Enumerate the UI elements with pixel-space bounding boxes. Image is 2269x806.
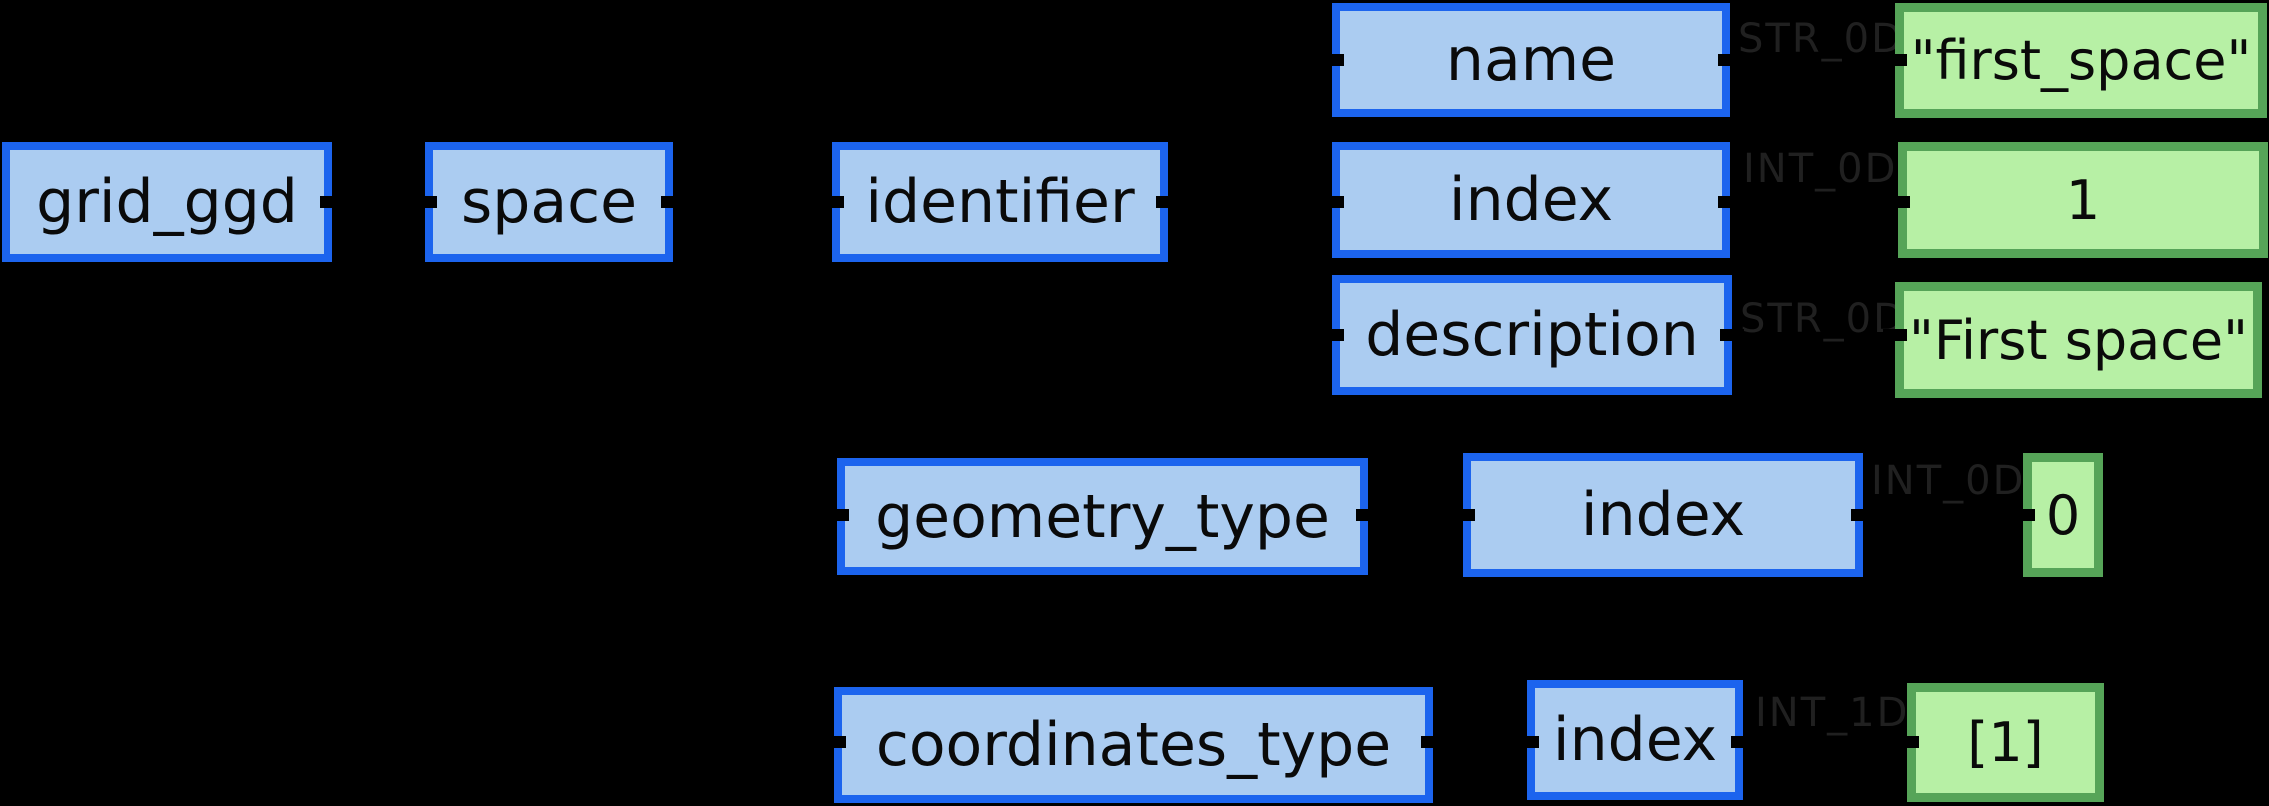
edge-arrowhead [820, 196, 844, 208]
node-coordinates-type-label: coordinates_type [875, 710, 1392, 780]
edge-arrowhead [1320, 329, 1344, 341]
node-index-geometry-label: index [1580, 480, 1746, 550]
edge-arrowhead [1886, 196, 1910, 208]
value-geometry-0-label: 0 [2045, 483, 2081, 547]
edge-arrowhead [1515, 736, 1539, 748]
edge-arrowhead [822, 736, 846, 748]
node-identifier: identifier [832, 142, 1168, 262]
value-geometry-0: 0 [2023, 453, 2103, 577]
edge-tail [1156, 196, 1180, 208]
node-index-identifier-label: index [1448, 165, 1614, 235]
node-grid-ggd-label: grid_ggd [36, 167, 298, 237]
edge-label-int0d-index: INT_0D [1743, 146, 1898, 192]
edge-arrowhead [1883, 54, 1907, 66]
edge-label-int1d-coordinates: INT_1D [1755, 690, 1910, 736]
edge-tail [1718, 54, 1742, 66]
node-grid-ggd: grid_ggd [2, 142, 332, 262]
value-coordinates-1d-label: [1] [1967, 711, 2044, 774]
node-description: description [1332, 275, 1732, 395]
node-index-identifier: index [1332, 142, 1730, 258]
node-identifier-label: identifier [865, 167, 1135, 237]
edge-arrowhead [413, 196, 437, 208]
value-coordinates-1d: [1] [1907, 683, 2104, 802]
edge-tail [320, 196, 344, 208]
value-index-1-label: 1 [2065, 168, 2101, 232]
value-first-space: "first_space" [1895, 3, 2267, 118]
node-space-label: space [460, 167, 637, 237]
edge-arrowhead [825, 509, 849, 521]
node-name-label: name [1445, 25, 1617, 95]
edge-arrowhead [1451, 509, 1475, 521]
value-first-space-label: "first_space" [1910, 29, 2252, 92]
edge-label-int0d-geometry: INT_0D [1871, 458, 2026, 504]
edge-arrowhead [1883, 329, 1907, 341]
edge-tail [1421, 736, 1445, 748]
edge-tail [1731, 736, 1755, 748]
node-index-coordinates-label: index [1552, 705, 1718, 775]
edge-arrowhead [1320, 196, 1344, 208]
edge-tail [1718, 196, 1742, 208]
node-geometry-type-label: geometry_type [875, 481, 1330, 552]
node-coordinates-type: coordinates_type [834, 687, 1433, 803]
edge-tail [1851, 509, 1875, 521]
node-index-geometry: index [1463, 453, 1863, 577]
edge-arrowhead [1320, 54, 1344, 66]
edge-tail [661, 196, 685, 208]
value-description: "First space" [1895, 282, 2262, 398]
node-name: name [1332, 3, 1730, 117]
node-index-coordinates: index [1527, 680, 1743, 800]
node-geometry-type: geometry_type [837, 458, 1368, 575]
node-description-label: description [1365, 300, 1699, 370]
edge-tail [1720, 329, 1744, 341]
edge-arrowhead [1895, 736, 1919, 748]
value-description-label: "First space" [1909, 308, 2248, 372]
edge-label-str0d-name: STR_0D [1738, 16, 1904, 62]
edge-arrowhead [2011, 509, 2035, 521]
edge-tail [1356, 509, 1380, 521]
value-index-1: 1 [1898, 142, 2268, 258]
node-space: space [425, 142, 673, 262]
edge-label-str0d-description: STR_0D [1740, 296, 1906, 342]
